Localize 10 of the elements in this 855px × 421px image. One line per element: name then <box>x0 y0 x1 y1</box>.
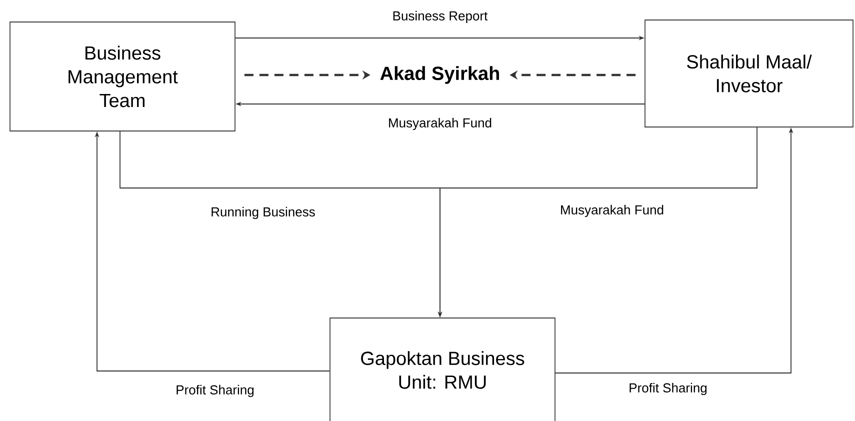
edge-label: Running Business <box>210 206 316 220</box>
edge-label: Musyarakah Fund <box>386 116 494 132</box>
process-box: Gapoktan Business Unit: RMU <box>330 318 556 421</box>
bare-text: Akad Syirkah <box>370 57 510 93</box>
process-box: Shahibul Maal/ Investor <box>644 20 854 128</box>
edge-label: Business Report <box>391 10 489 24</box>
edge-label: Profit Sharing <box>174 384 256 398</box>
edge-label: Profit Sharing <box>628 382 708 396</box>
process-box: Business Management Team <box>10 22 236 132</box>
edge-label: Musyarakah Fund <box>558 204 666 218</box>
